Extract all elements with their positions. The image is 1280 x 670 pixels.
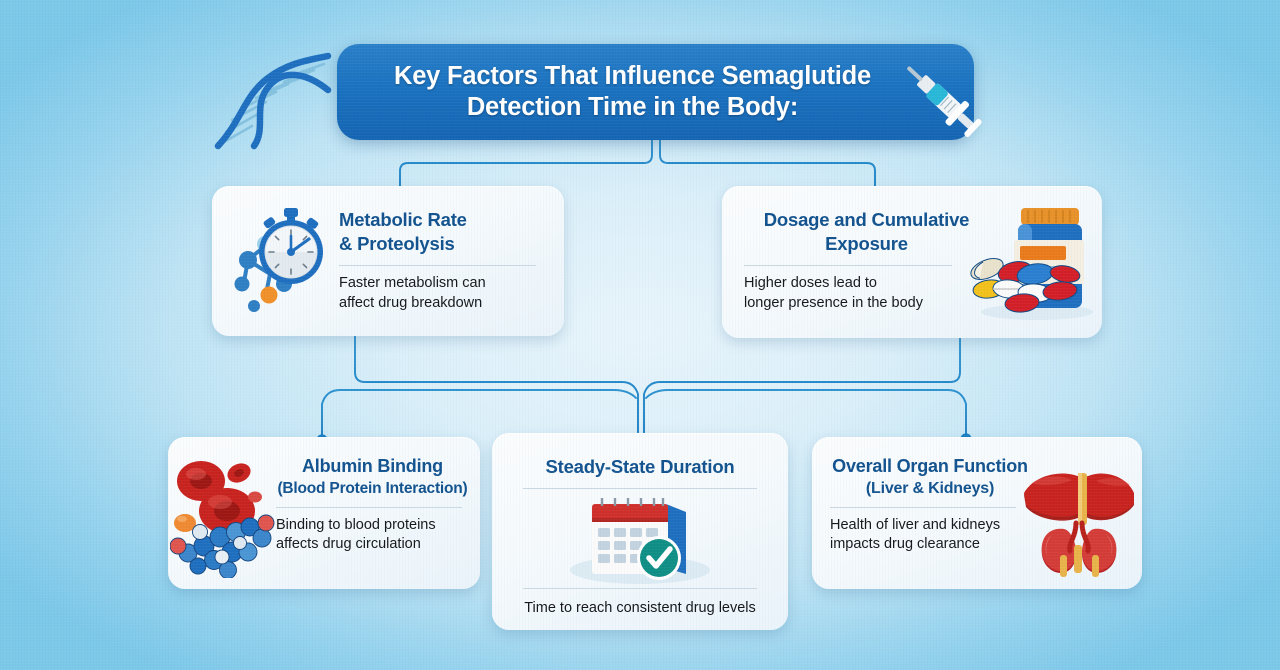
card-body-line-2: impacts drug clearance: [830, 536, 980, 552]
card-heading: Overall Organ Function (Liver & Kidneys): [830, 455, 1030, 499]
card-body-line-1: Health of liver and kidneys: [830, 516, 1001, 533]
blood-cells-molecule-icon: [170, 461, 275, 578]
card-divider: [339, 265, 536, 266]
calendar-check-icon: [570, 498, 710, 584]
card-heading-main: Dosage and Cumulative: [763, 209, 970, 230]
card-heading-main: Metabolic Rate: [339, 209, 467, 230]
card-heading-main: Steady-State Duration: [545, 456, 735, 477]
card-heading: Albumin Binding (Blood Protein Interacti…: [276, 455, 469, 499]
card-body: Faster metabolism can affect drug breakd…: [339, 274, 549, 313]
card-body: Health of liver and kidneys impacts drug…: [830, 516, 1030, 555]
card-body-line-2: affect drug breakdown: [339, 294, 483, 311]
card-steady-state-duration[interactable]: Steady-State Duration: [492, 433, 788, 630]
card-overall-organ-function[interactable]: Overall Organ Function (Liver & Kidneys)…: [812, 437, 1142, 589]
card-divider-bottom: [523, 588, 757, 589]
stopwatch-molecule-icon: [234, 208, 323, 312]
title-banner: Key Factors That Influence Semaglutide D…: [337, 44, 974, 140]
card-divider: [744, 265, 952, 266]
dna-helix-icon: [214, 52, 332, 150]
card-body-line-1: Faster metabolism can: [339, 275, 486, 291]
wire-hub-to-albumin: [321, 389, 637, 438]
syringe-icon: [907, 66, 982, 138]
card-heading-sub: (Liver & Kidneys): [865, 479, 995, 497]
title-line-1: Key Factors That Influence Semaglutide: [393, 62, 871, 90]
card-body-line-1: Binding to blood proteins: [276, 516, 436, 533]
card-albumin-binding[interactable]: Albumin Binding (Blood Protein Interacti…: [168, 437, 480, 589]
card-body: Time to reach consistent drug levels: [492, 599, 788, 618]
wire-hub-to-organ: [645, 389, 967, 437]
card-body-line-2: longer presence in the body: [744, 294, 923, 311]
card-heading-sub: Exposure: [825, 233, 908, 254]
card-divider-top: [523, 488, 757, 489]
card-heading: Steady-State Duration: [492, 455, 788, 478]
card-heading: Dosage and Cumulative Exposure: [744, 208, 989, 256]
card-body: Binding to blood proteins affects drug c…: [276, 516, 469, 555]
card-divider: [830, 506, 1016, 508]
card-dosage-exposure[interactable]: Dosage and Cumulative Exposure Higher do…: [722, 186, 1102, 338]
card-body-line-2: affects drug circulation: [276, 536, 421, 552]
card-divider: [276, 506, 462, 508]
card-heading: Metabolic Rate & Proteolysis: [339, 208, 549, 256]
wire-banner-to-dosage: [659, 139, 876, 192]
card-heading-sub: & Proteolysis: [339, 233, 455, 254]
card-metabolic-rate[interactable]: Metabolic Rate & Proteolysis Faster meta…: [212, 186, 564, 336]
card-heading-main: Overall Organ Function: [832, 456, 1028, 476]
card-body: Higher doses lead to longer presence in …: [744, 274, 989, 313]
page-title: Key Factors That Influence Semaglutide D…: [394, 61, 871, 123]
card-heading-sub: (Blood Protein Interaction): [277, 479, 468, 497]
liver-kidneys-icon: [1024, 473, 1134, 577]
wire-metabolic-to-hub: [354, 335, 639, 437]
card-body-line-1: Higher doses lead to: [744, 275, 877, 291]
title-line-2: Detection Time in the Body:: [466, 93, 799, 121]
pill-bottle-icon: [970, 208, 1093, 320]
wire-banner-to-metabolic: [399, 139, 653, 192]
card-body-line-1: Time to reach consistent drug levels: [524, 600, 756, 616]
wire-dosage-to-hub: [643, 337, 961, 437]
card-heading-main: Albumin Binding: [302, 456, 443, 476]
